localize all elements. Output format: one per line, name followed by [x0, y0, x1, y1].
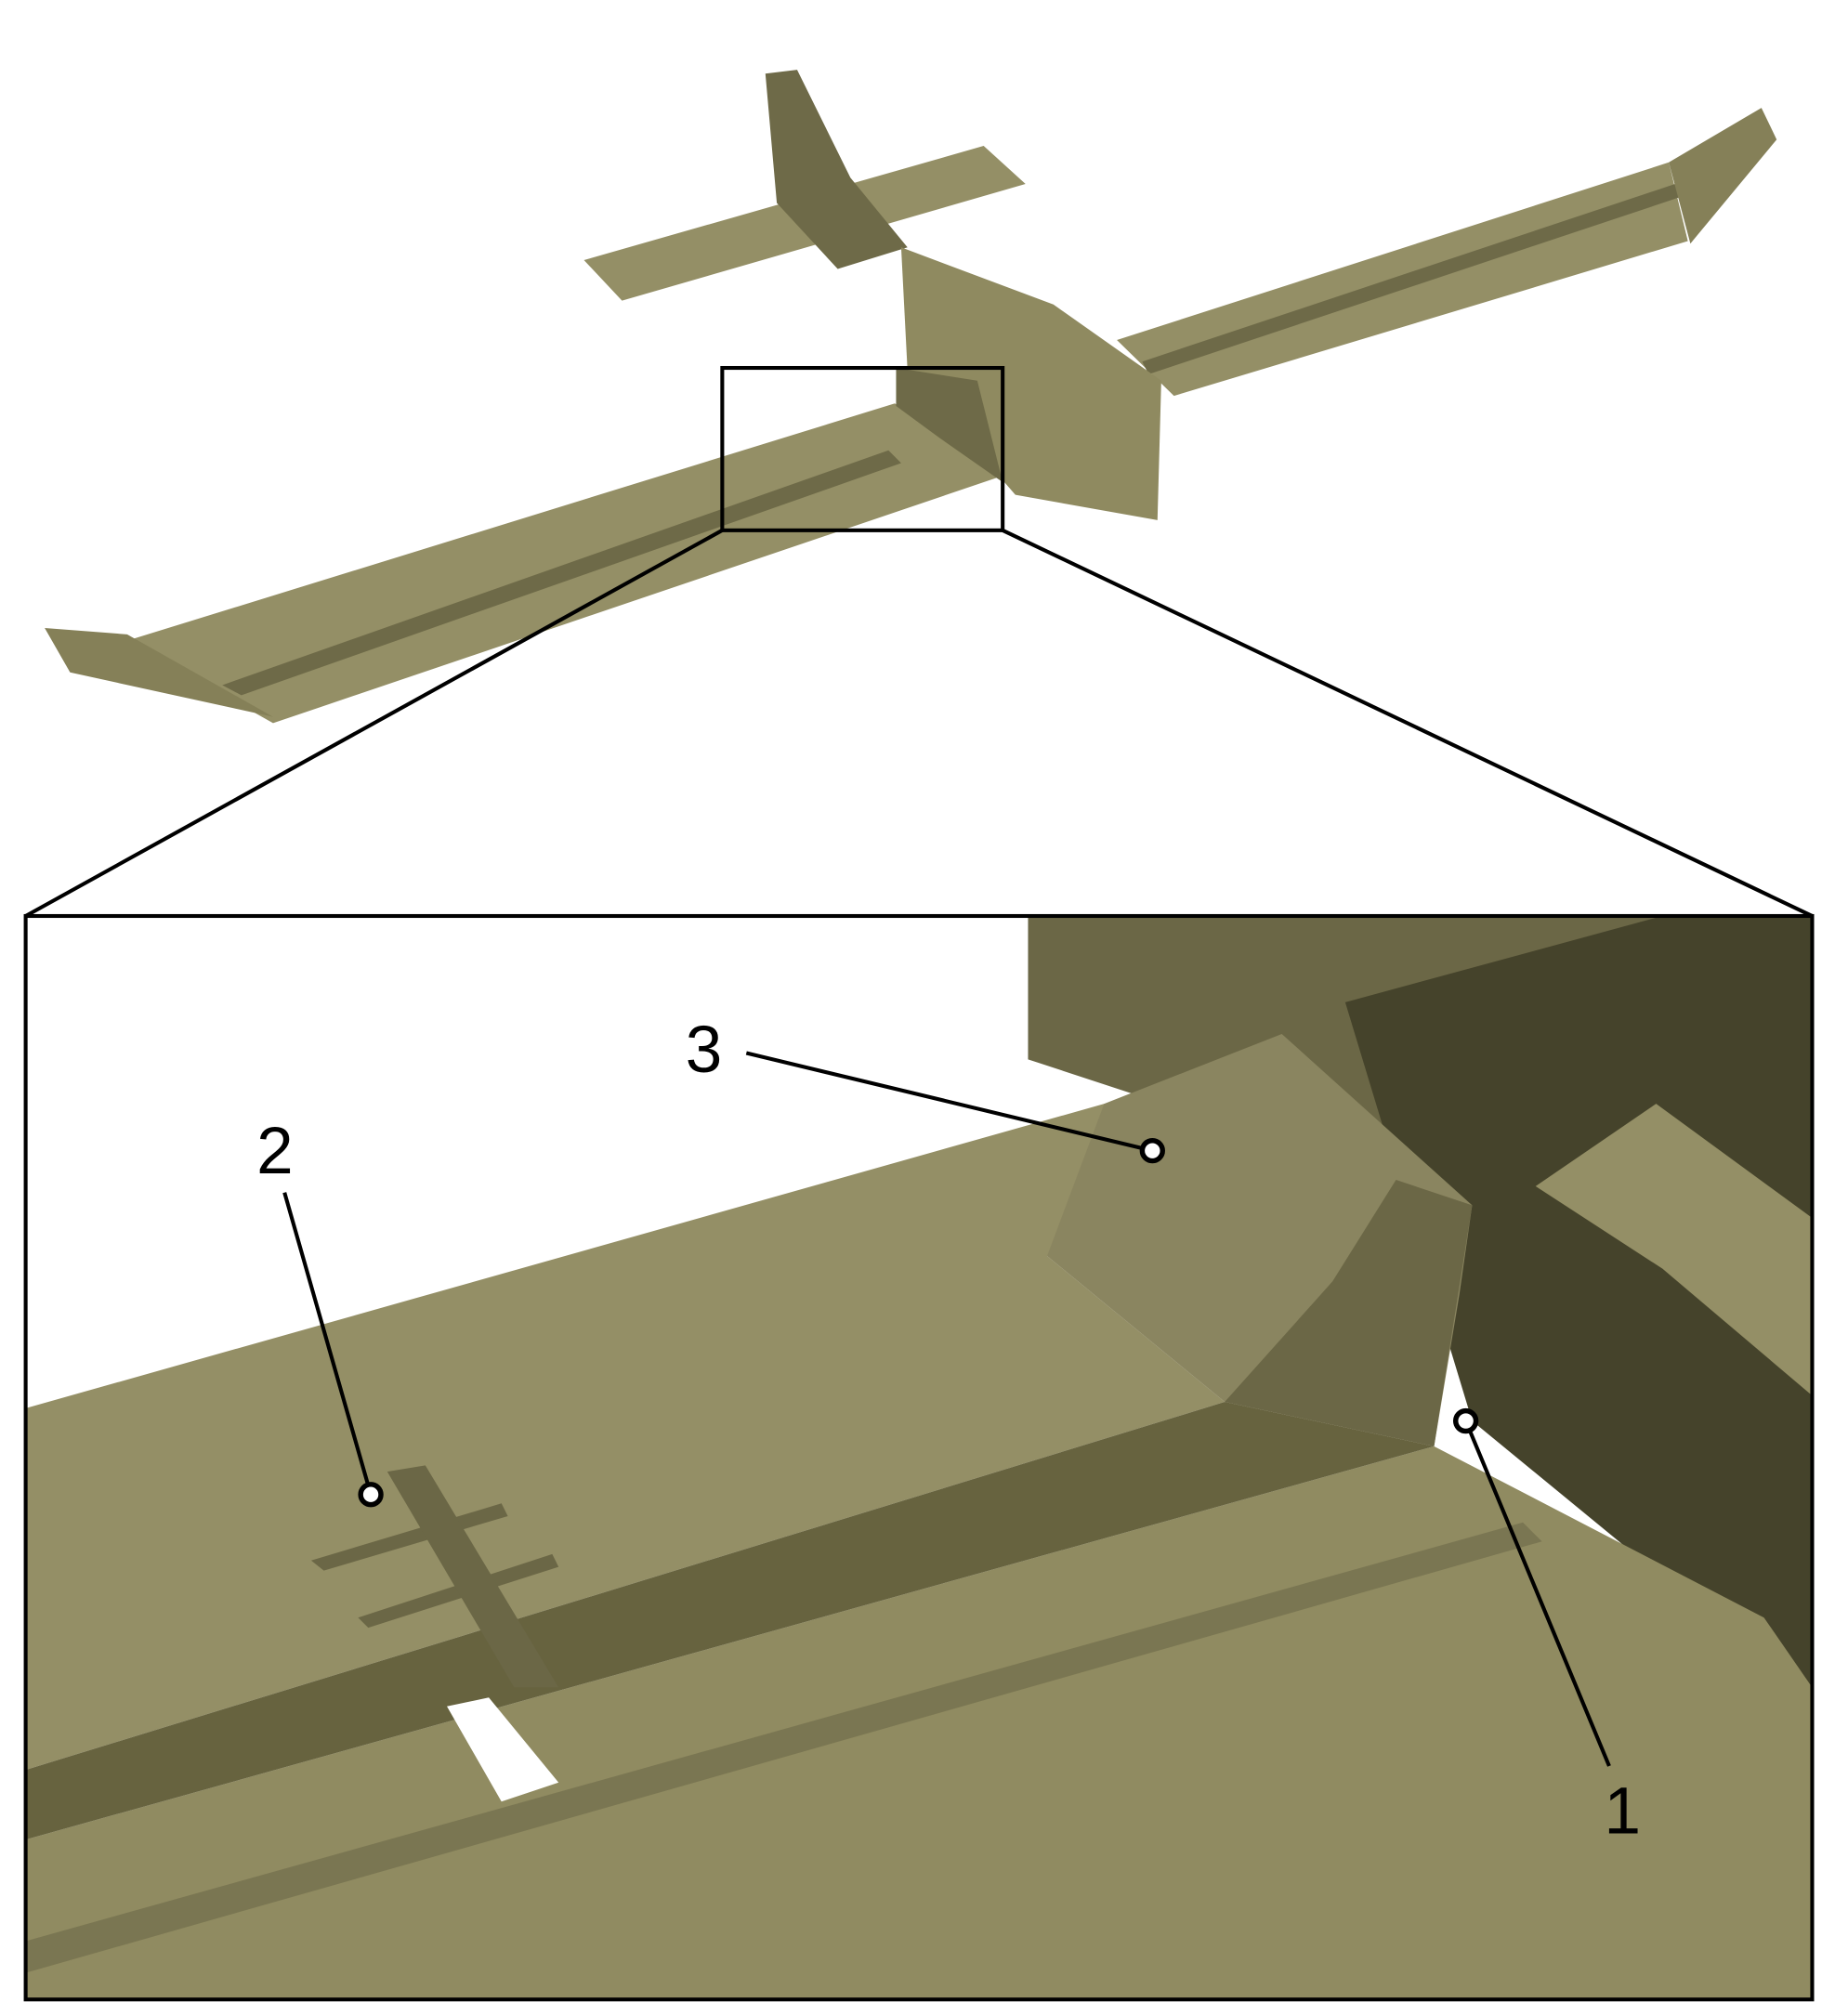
fuselage	[900, 247, 1161, 520]
zoom-box	[720, 365, 1005, 532]
left-wingtip	[45, 627, 273, 717]
detail-panel	[23, 913, 1815, 2002]
callout-2: 2	[256, 1115, 384, 1508]
right-wingtip	[1669, 108, 1777, 244]
root-fairing-side	[1225, 1180, 1473, 1446]
callout-3: 3	[686, 1014, 1165, 1164]
zoom-line-right	[1002, 528, 1814, 918]
wing-root-face	[25, 1402, 1435, 1840]
callout-label: 1	[1604, 1774, 1641, 1848]
detail-frame	[23, 913, 1815, 2002]
wing-root-top	[25, 1104, 1225, 1771]
aircraft-overview	[24, 70, 1814, 918]
callout-marker	[358, 1482, 384, 1508]
callout-label: 2	[256, 1115, 294, 1188]
fuselage-side	[896, 368, 1003, 482]
fuselage-shadow	[1344, 916, 1813, 1700]
left-wing-slot	[222, 450, 901, 696]
zoom-line-left	[24, 529, 724, 918]
right-wing-slot	[1142, 184, 1682, 374]
key-joint	[310, 1465, 559, 1688]
callout-marker	[1139, 1137, 1165, 1164]
callout-label: 3	[686, 1014, 723, 1087]
vertical-tail	[765, 70, 908, 269]
spar-top	[1535, 1104, 1813, 1396]
floor-groove	[25, 1522, 1542, 1973]
lightening-hole	[447, 1697, 559, 1802]
callout-marker	[1452, 1407, 1479, 1434]
callout-1: 1	[1452, 1407, 1641, 1848]
